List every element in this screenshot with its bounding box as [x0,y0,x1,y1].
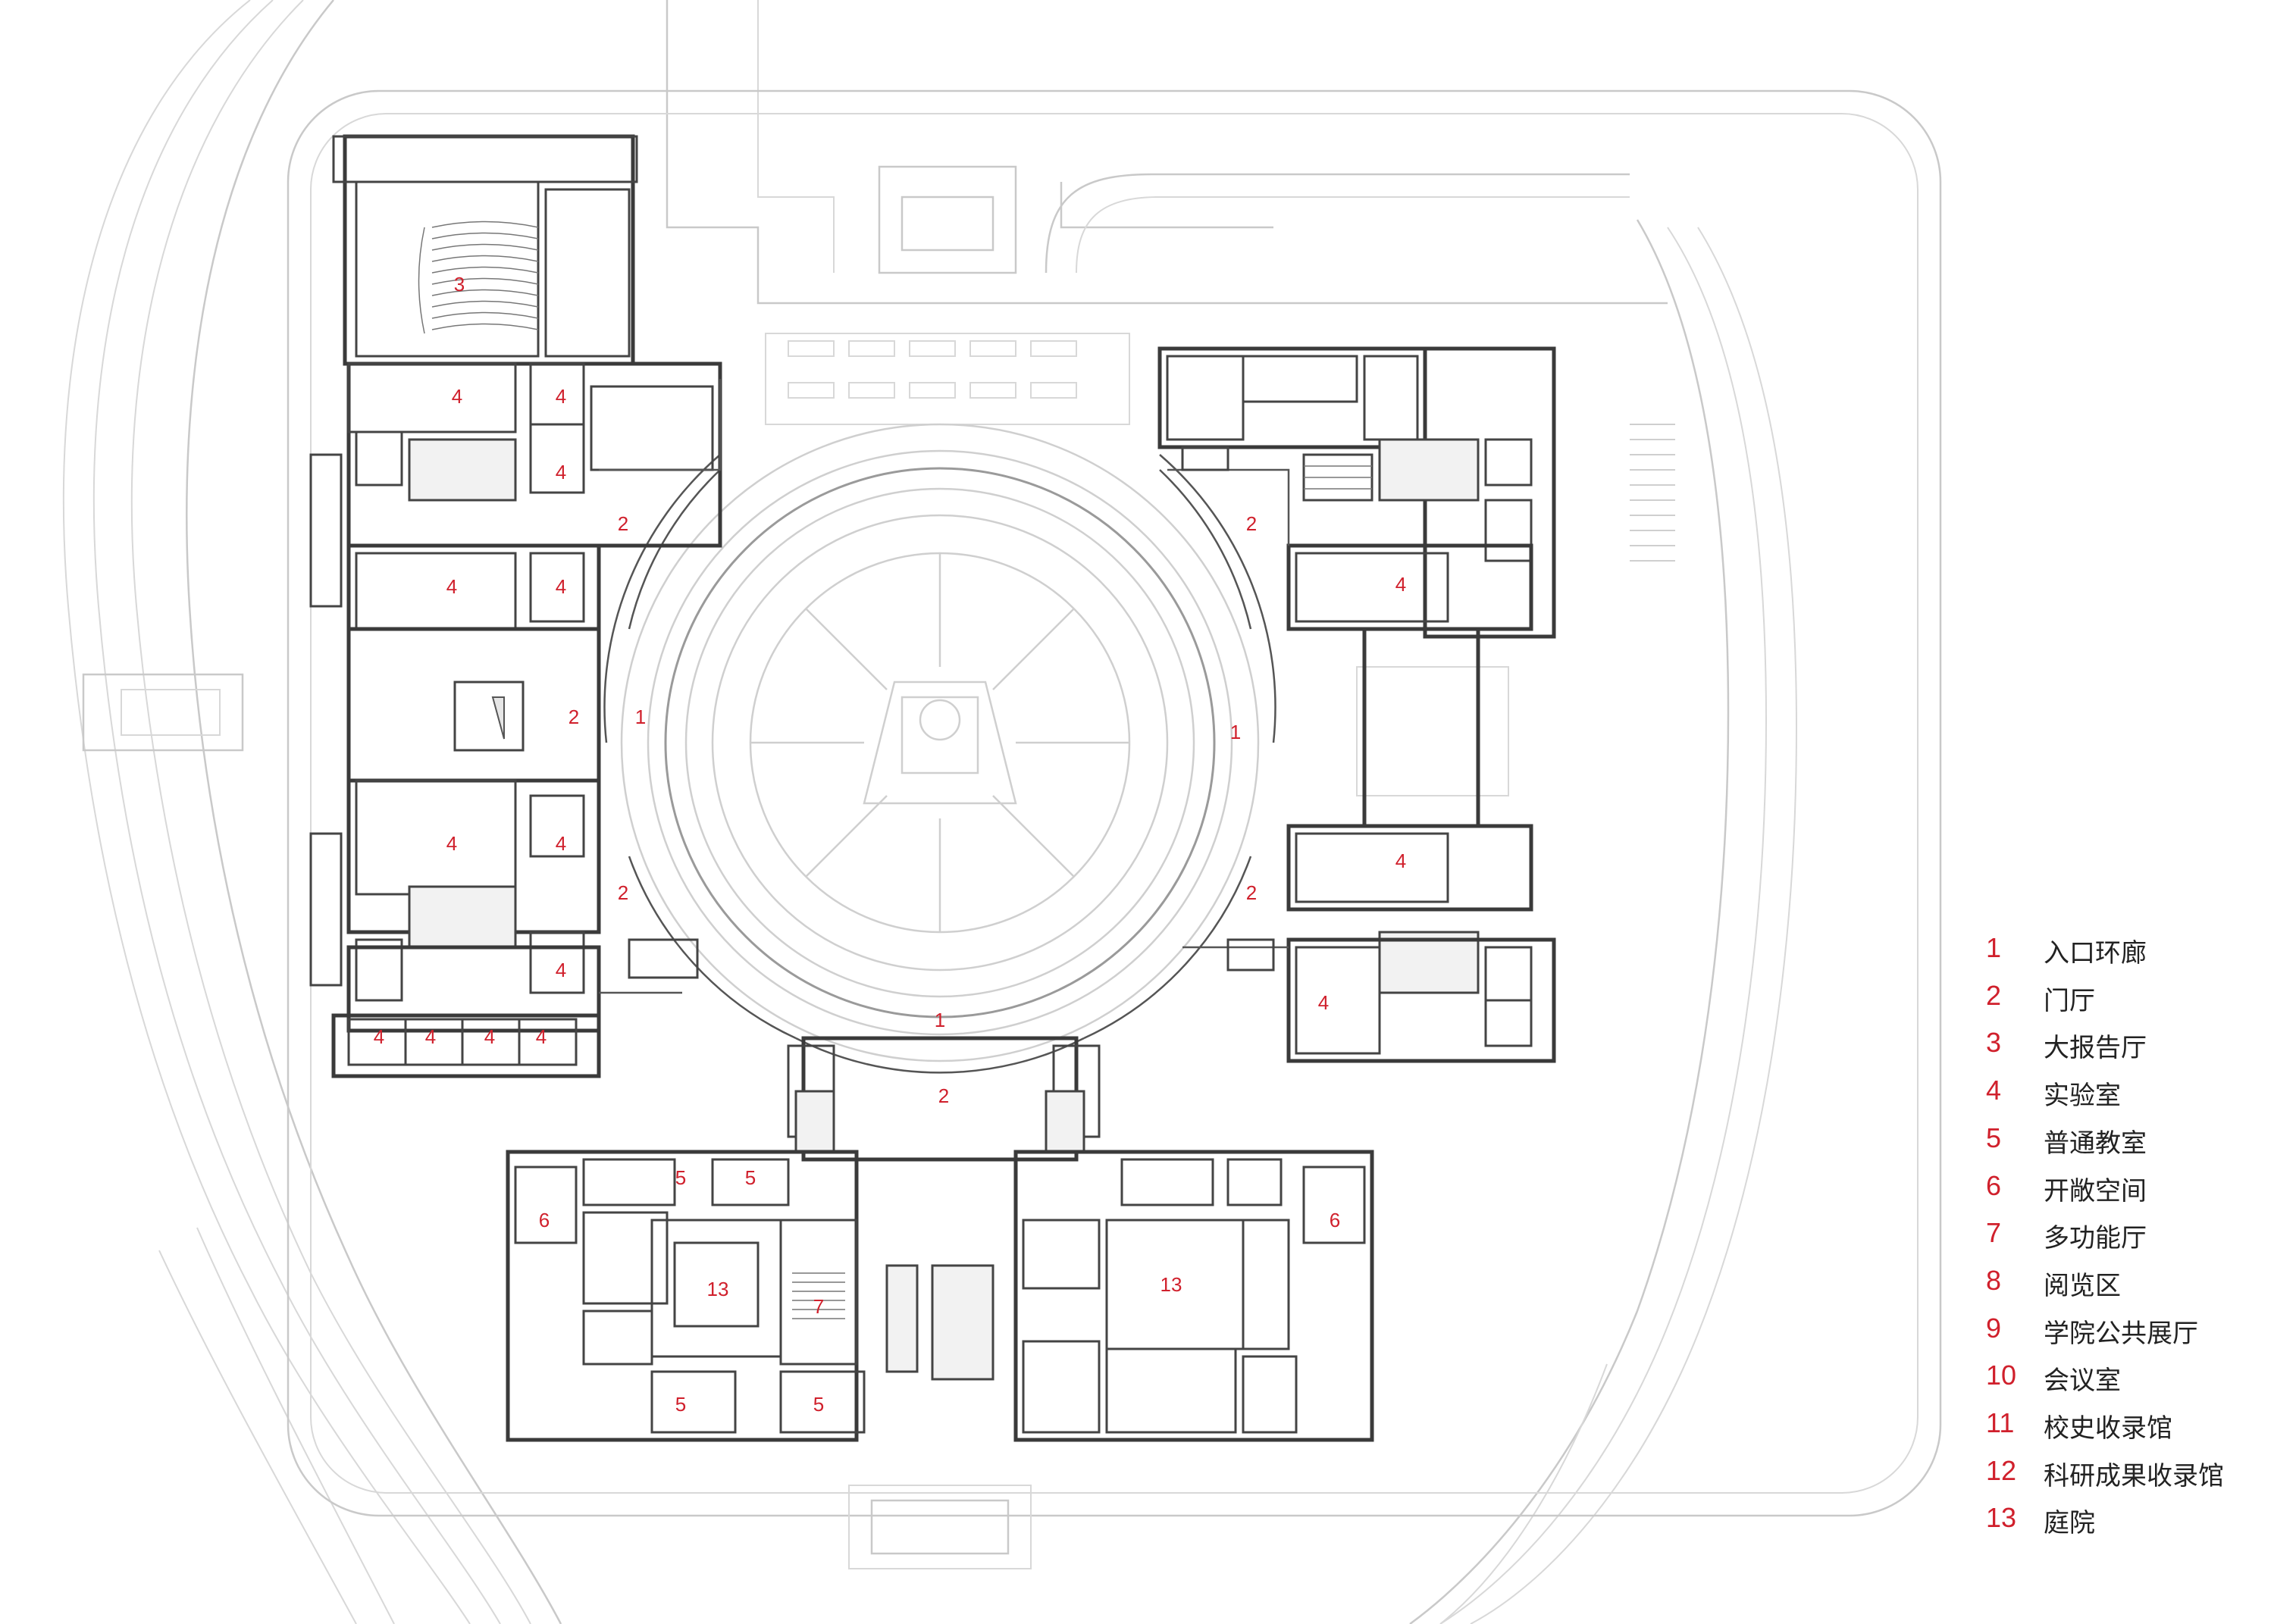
legend-item: 12 科研成果收录馆 [1986,1455,2259,1502]
label-laboratory: 4 [556,575,566,598]
label-courtyard: 13 [707,1278,729,1300]
legend-item: 4 实验室 [1986,1075,2259,1122]
legend-number: 2 [1986,979,2002,1011]
legend-label: 学院公共展厅 [2044,1318,2198,1349]
label-open-space: 6 [1330,1209,1340,1231]
legend-number: 8 [1986,1264,2002,1296]
legend-item: 8 阅览区 [1986,1265,2259,1312]
label-lobby: 2 [618,512,628,535]
legend-item: 6 开敞空间 [1986,1170,2259,1217]
label-laboratory: 4 [425,1025,436,1048]
label-laboratory: 4 [446,575,457,598]
label-lobby: 2 [568,706,579,728]
legend-number: 1 [1986,932,2002,963]
label-classroom: 5 [813,1393,824,1416]
legend-item: 5 普通教室 [1986,1122,2259,1169]
label-laboratory: 4 [1318,991,1329,1014]
legend-number: 5 [1986,1122,2002,1153]
label-laboratory: 4 [446,832,457,855]
label-auditorium: 3 [454,273,465,296]
label-lobby: 2 [1246,881,1257,904]
label-laboratory: 4 [374,1025,384,1048]
legend-label: 庭院 [2044,1508,2095,1539]
label-laboratory: 4 [452,385,462,408]
legend-label: 阅览区 [2044,1270,2121,1301]
site-context [62,0,1942,1624]
legend-number: 6 [1986,1169,2002,1201]
label-laboratory: 4 [556,832,566,855]
label-open-space: 6 [539,1209,550,1231]
label-ring-corridor: 1 [635,706,646,728]
legend-number: 3 [1986,1027,2002,1059]
label-lobby: 2 [618,881,628,904]
label-multipurpose-hall: 7 [813,1295,824,1318]
legend-number: 9 [1986,1312,2002,1344]
label-laboratory: 4 [1395,850,1406,872]
label-courtyard: 13 [1160,1273,1182,1296]
room-labels: 1 1 1 2 2 2 2 2 2 3 4 4 4 4 4 4 4 4 4 4 … [374,273,1406,1416]
legend-number: 11 [1986,1407,2015,1438]
label-classroom: 5 [675,1166,686,1189]
legend-item: 10 会议室 [1986,1360,2259,1407]
west-wing [309,134,722,1078]
label-lobby: 2 [938,1084,949,1107]
label-classroom: 5 [675,1393,686,1416]
legend-label: 多功能厅 [2044,1223,2147,1254]
legend-label: 开敞空间 [2044,1175,2147,1206]
legend-number: 7 [1986,1217,2002,1249]
label-laboratory: 4 [536,1025,547,1048]
legend-item: 7 多功能厅 [1986,1217,2259,1264]
label-lobby: 2 [1246,512,1257,535]
legend-number: 12 [1986,1454,2017,1486]
label-laboratory: 4 [1395,573,1406,596]
legend-item: 1 入口环廊 [1986,932,2259,979]
legend-label: 实验室 [2044,1081,2121,1112]
legend-number: 4 [1986,1075,2002,1106]
legend-label: 大报告厅 [2044,1033,2147,1064]
east-wing [1157,346,1556,1063]
legend-item: 13 庭院 [1986,1502,2259,1549]
label-laboratory: 4 [484,1025,495,1048]
legend-number: 10 [1986,1360,2017,1391]
legend-item: 9 学院公共展厅 [1986,1313,2259,1360]
label-laboratory: 4 [556,385,566,408]
label-classroom: 5 [745,1166,756,1189]
legend-label: 会议室 [2044,1366,2121,1397]
south-wing [506,1036,1374,1442]
label-ring-corridor: 1 [1230,721,1241,743]
central-rotunda [603,423,1276,1074]
legend-label: 入口环廊 [2044,938,2147,968]
legend-item: 3 大报告厅 [1986,1027,2259,1074]
legend-label: 校史收录馆 [2044,1413,2172,1444]
legend-item: 11 校史收录馆 [1986,1407,2259,1454]
label-ring-corridor: 1 [935,1009,945,1031]
legend-label: 普通教室 [2044,1128,2147,1159]
auditorium-seating [418,221,539,334]
label-laboratory: 4 [556,461,566,483]
legend-label: 门厅 [2044,985,2095,1016]
label-laboratory: 4 [556,959,566,981]
legend-number: 13 [1986,1502,2017,1534]
legend-label: 科研成果收录馆 [2044,1460,2224,1491]
legend-item: 2 门厅 [1986,980,2259,1027]
